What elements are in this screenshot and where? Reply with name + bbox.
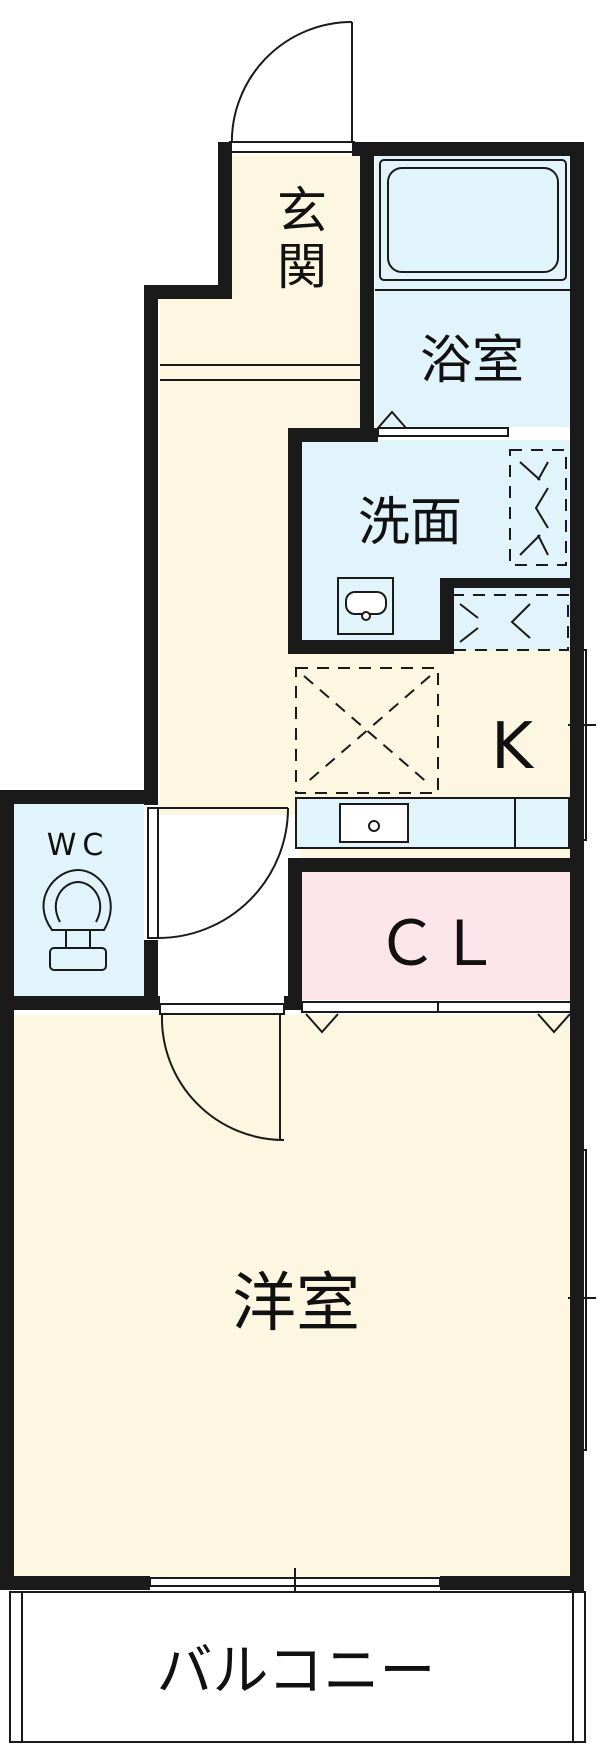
bath-label: 浴室 xyxy=(420,331,524,391)
kitchen-counter-area xyxy=(450,590,571,650)
washroom-label: 洗面 xyxy=(358,493,462,553)
bathtub xyxy=(379,159,567,281)
kitchen-appliance-space xyxy=(295,667,439,794)
closet-label: ＣＬ xyxy=(376,907,500,980)
entrance-door[interactable] xyxy=(229,20,355,153)
kitchen-label: K xyxy=(491,710,535,784)
wc-label: WC xyxy=(47,828,110,863)
closet-floor xyxy=(302,872,571,1000)
kitchen-counter xyxy=(295,797,570,849)
walls xyxy=(0,142,584,1592)
western-room-floor xyxy=(14,1015,571,1577)
wc-door[interactable] xyxy=(147,807,289,939)
balcony xyxy=(9,1591,586,1743)
western-room-label: 洋室 xyxy=(232,1267,360,1341)
toilet xyxy=(42,868,112,971)
balcony-label: バルコニー xyxy=(157,1639,436,1704)
refrigerator-space xyxy=(451,594,569,651)
entrance-label: 玄関 xyxy=(269,184,327,296)
washing-machine-space xyxy=(509,449,567,566)
washbasin xyxy=(337,577,394,635)
